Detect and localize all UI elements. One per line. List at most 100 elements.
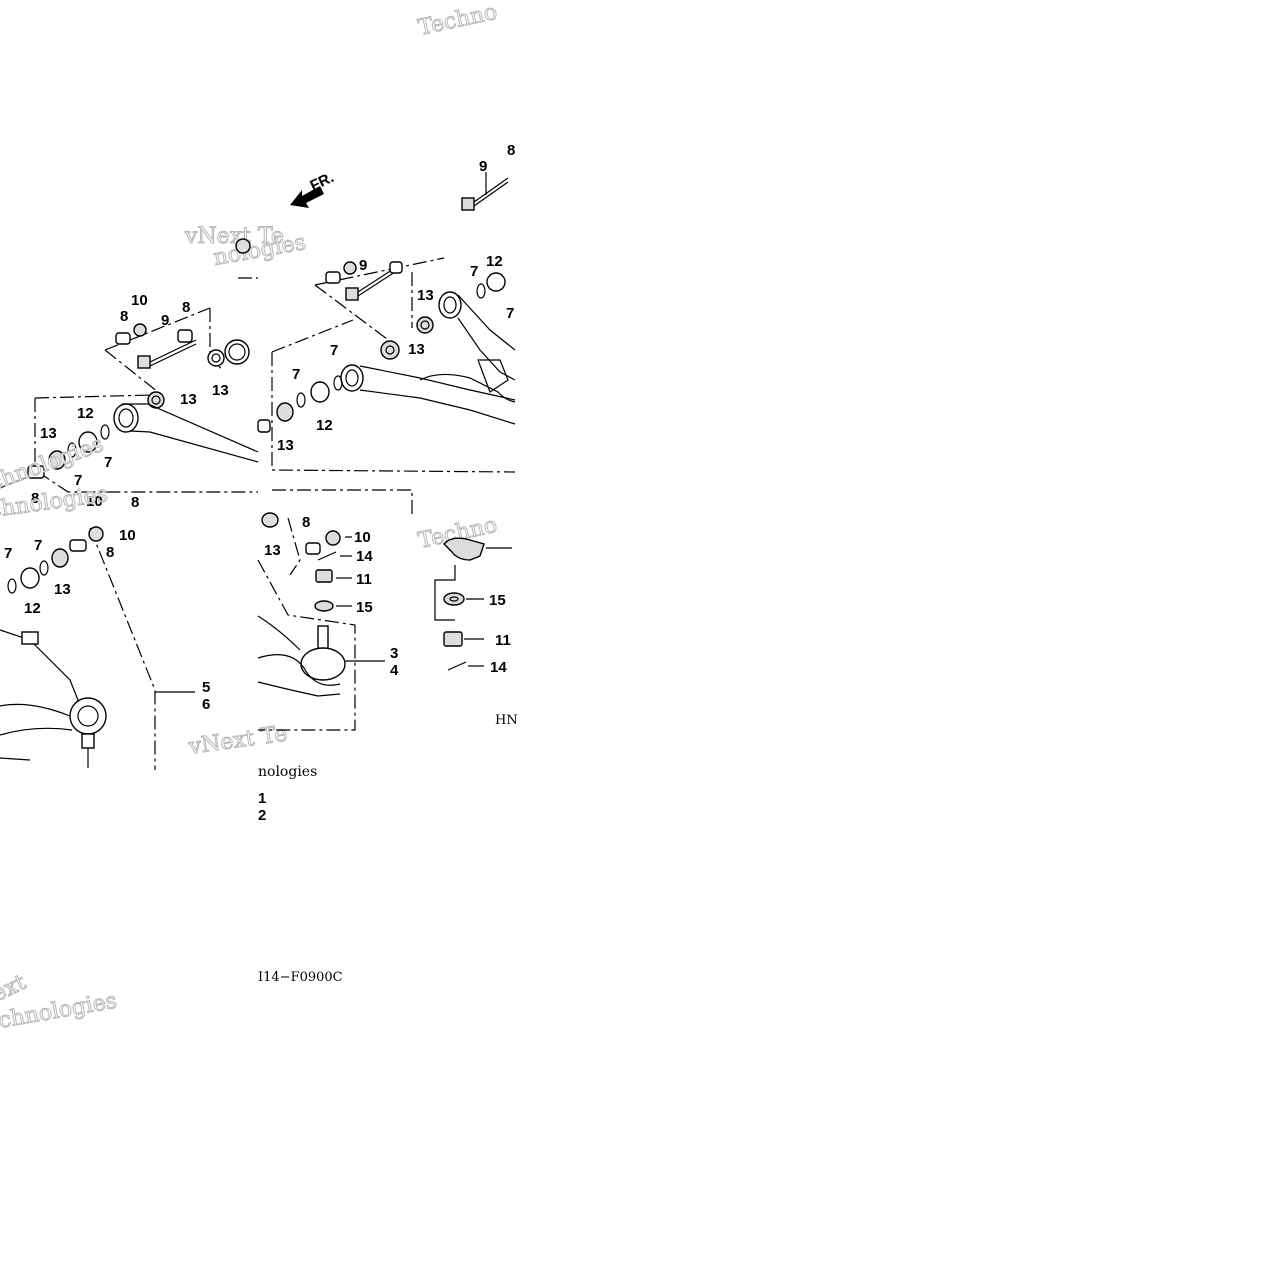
castle-nut-icon — [443, 631, 463, 647]
watermark: Techno — [416, 0, 499, 41]
bearing-icon — [261, 512, 279, 528]
callout: 7 — [74, 472, 82, 489]
nut-icon — [133, 323, 147, 337]
o-ring-icon — [100, 424, 110, 440]
bearing-icon — [48, 450, 66, 470]
callout: 13 — [54, 581, 71, 598]
callout: 7 — [506, 305, 514, 322]
collar-icon — [177, 329, 193, 343]
watermark: vNext Te — [186, 721, 288, 760]
o-ring-icon — [476, 283, 486, 299]
o-ring-icon — [67, 442, 77, 458]
callout: 8 — [106, 544, 114, 561]
tile-bottom-middle: 8 10 13 14 11 15 3 4 nologies 1 2 I14−F0… — [257, 512, 399, 985]
callout: 10 — [354, 529, 371, 546]
collar-icon — [389, 261, 403, 274]
tile-bottom-right: Techno 15 11 14 HN — [416, 512, 518, 728]
bearing-icon — [276, 402, 294, 422]
callout: 7 — [292, 366, 300, 383]
washer-icon — [314, 600, 334, 612]
callout: 9 — [359, 257, 367, 274]
lower-arm-icon — [113, 403, 259, 463]
callout: 7 — [470, 263, 478, 280]
nut-icon — [343, 261, 357, 275]
collar-icon — [69, 539, 87, 552]
callout: 7 — [330, 342, 338, 359]
bearing-icon — [416, 316, 434, 334]
guide-line — [314, 257, 445, 286]
guide-line — [34, 398, 258, 493]
callout: 7 — [4, 545, 12, 562]
tile-top-right: Techno FR. 9 8 — [257, 0, 516, 518]
callout: 2 — [258, 807, 266, 824]
callout: 7 — [104, 454, 112, 471]
cotter-pin-icon — [443, 537, 512, 561]
watermark: ext — [0, 970, 30, 1007]
bushing-icon — [78, 431, 98, 453]
bolt-icon — [137, 339, 197, 369]
bolt-icon — [461, 172, 509, 211]
callout: 4 — [390, 662, 399, 679]
callout: 3 — [390, 645, 398, 662]
callout: 7 — [34, 537, 42, 554]
collar-icon — [27, 465, 45, 479]
callout: 11 — [356, 571, 372, 588]
bushing-icon — [20, 567, 40, 589]
callout: 8 — [120, 308, 128, 325]
callout: 8 — [302, 514, 310, 531]
nut-icon — [325, 530, 341, 546]
o-ring-icon — [296, 392, 306, 408]
fr-arrow-icon: FR. — [290, 169, 337, 208]
bushing-icon — [310, 381, 330, 403]
callout: 9 — [479, 158, 487, 175]
watermark: nologies — [258, 764, 317, 780]
callout: 11 — [495, 632, 511, 649]
bolt-shaft — [0, 477, 26, 489]
tile-bottom-left: chnologies 7 7 10 8 12 13 5 6 vNext Te e… — [0, 481, 289, 1034]
callout: 8 — [507, 142, 515, 159]
callout: 15 — [489, 592, 506, 609]
guide-line — [271, 352, 516, 473]
bushing-icon — [207, 349, 225, 367]
bushing-icon — [224, 339, 250, 365]
bushing-icon — [486, 272, 506, 292]
nut-icon — [88, 526, 104, 542]
o-ring-icon — [39, 560, 49, 576]
lower-arm-icon — [0, 629, 107, 768]
callout: 14 — [356, 548, 373, 565]
callout: 13 — [264, 542, 281, 559]
guide-line — [272, 489, 413, 518]
callout: 13 — [408, 341, 425, 358]
callout: 12 — [77, 405, 94, 422]
callout: 9 — [161, 312, 169, 329]
guide-line — [271, 319, 354, 353]
callout: 12 — [486, 253, 503, 270]
callout: 13 — [417, 287, 434, 304]
callout: 10 — [119, 527, 136, 544]
guide-line — [89, 527, 156, 770]
callout: 8 — [131, 494, 139, 511]
castle-nut-icon — [315, 569, 333, 583]
watermark: vNext Te — [184, 224, 284, 249]
guide-line — [287, 517, 301, 576]
bolt-icon — [345, 267, 396, 301]
fr-label: FR. — [308, 169, 337, 195]
callout: 10 — [131, 292, 148, 309]
o-ring-icon — [333, 375, 343, 391]
callout: 13 — [277, 437, 294, 454]
callout: 13 — [180, 391, 197, 408]
lower-arm-icon — [340, 291, 516, 425]
callout: 8 — [182, 299, 190, 316]
guide-line — [34, 394, 153, 399]
callout: 6 — [202, 696, 210, 713]
collar-icon — [325, 271, 341, 284]
bearing-icon — [380, 340, 400, 360]
cotter-pin-icon — [447, 661, 467, 671]
callout: 10 — [86, 493, 103, 510]
washer-icon — [443, 592, 465, 606]
o-ring-icon — [7, 578, 17, 594]
callout: 12 — [316, 417, 333, 434]
callout: 15 — [356, 599, 373, 616]
callout: 13 — [212, 382, 229, 399]
bracket — [434, 565, 456, 621]
